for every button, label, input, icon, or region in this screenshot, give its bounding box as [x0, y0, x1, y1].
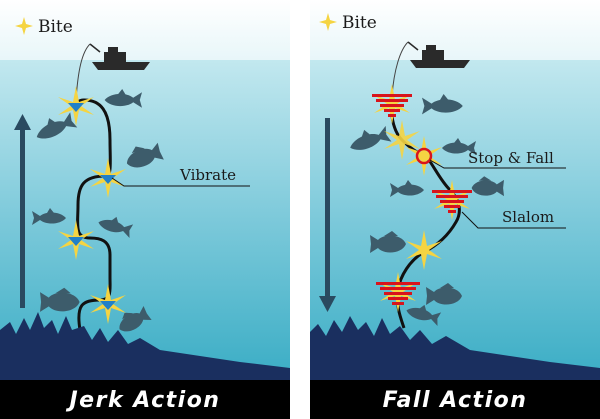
vertical-arrow-icon — [319, 118, 336, 312]
lure-icon — [68, 103, 84, 112]
lure-icon — [68, 237, 84, 246]
bite-marker — [90, 284, 126, 324]
callout-stop-fall-label: Stop & Fall — [468, 149, 554, 167]
bite-legend: Bite — [319, 13, 377, 33]
sky — [0, 0, 290, 60]
bite-legend-label: Bite — [38, 17, 73, 37]
bite-marker — [432, 180, 472, 220]
panel-title: Jerk Action — [66, 388, 221, 413]
callout-vibrate: Vibrate — [111, 166, 250, 187]
panel-title-banner — [0, 380, 290, 419]
lure-icon — [432, 190, 472, 213]
bite-legend-label: Bite — [342, 13, 377, 33]
stop-circle-icon — [415, 147, 433, 165]
bite-marker — [58, 86, 94, 126]
seabed — [310, 316, 600, 380]
callout-vibrate-label: Vibrate — [179, 166, 236, 184]
fishing-boat-icon — [89, 43, 150, 70]
lure-icon — [376, 282, 420, 305]
bite-marker — [376, 272, 420, 312]
callout-stop-fall: Stop & Fall — [429, 149, 566, 169]
fishing-boat-icon — [407, 41, 470, 68]
vertical-arrow-icon — [14, 114, 31, 308]
panel-jerk-action: Bite — [0, 0, 290, 419]
sky — [310, 0, 600, 60]
panel-title: Fall Action — [383, 388, 528, 413]
callout-slalom-label: Slalom — [502, 208, 554, 226]
bite-marker — [90, 158, 126, 198]
lure-icon — [100, 301, 116, 310]
callout-slalom: Slalom — [461, 208, 566, 229]
lure-icon — [372, 94, 412, 117]
bite-marker — [58, 220, 94, 260]
panel-title-banner — [310, 380, 600, 419]
bite-marker — [372, 84, 412, 124]
panel-fall-action: Bite — [310, 0, 600, 419]
seabed — [0, 312, 290, 380]
bite-marker — [406, 136, 442, 176]
bite-legend: Bite — [15, 17, 73, 37]
water — [310, 60, 600, 380]
lure-icon — [100, 175, 116, 184]
